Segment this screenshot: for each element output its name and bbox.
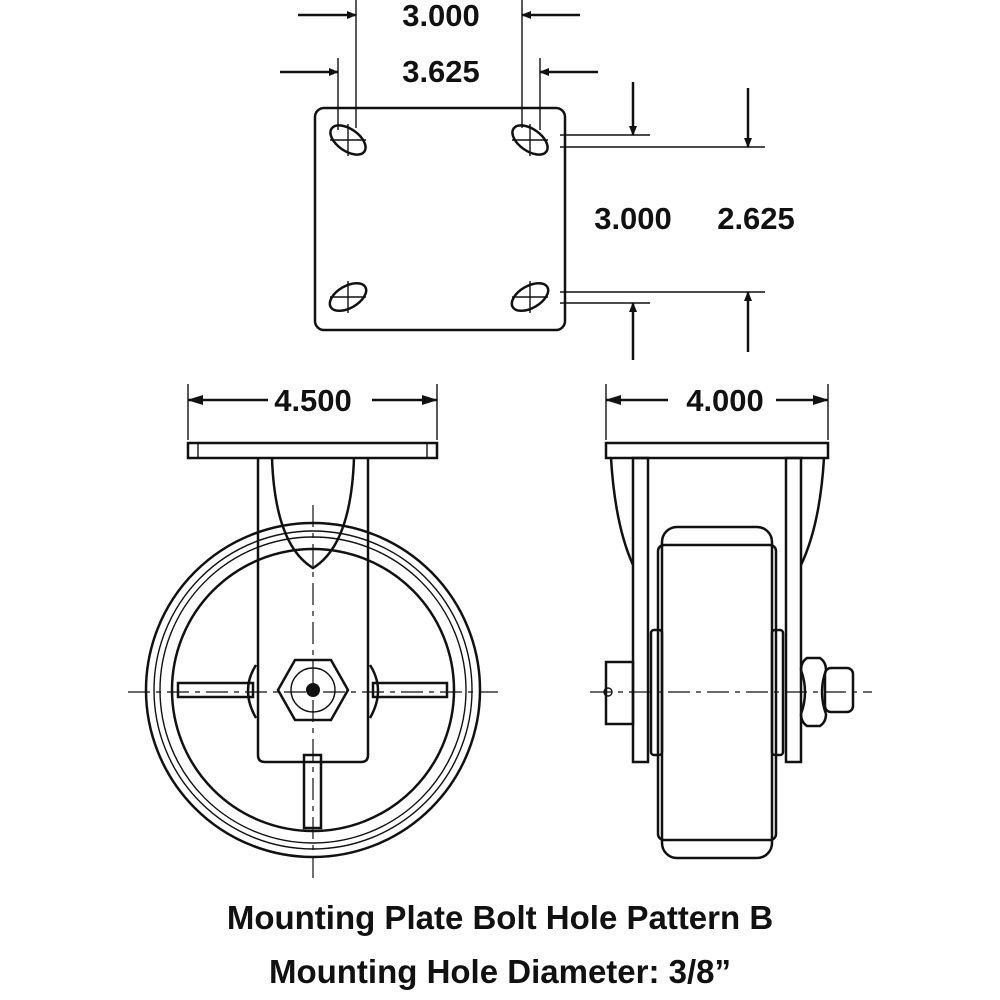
- top-plate: [604, 441, 830, 460]
- caption-line-2: Mounting Hole Diameter: 3/8”: [269, 953, 731, 990]
- dim-4000-overall: 4.000: [686, 383, 764, 418]
- dim-3000-length: 3.000: [594, 201, 672, 236]
- dim-3625-width: 3.625: [402, 54, 480, 89]
- dim-3000-width: 3.000: [402, 0, 480, 33]
- bolt-slot: [329, 124, 367, 156]
- mounting-plate-top-view: 3.000 3.625 3.000 2.625: [280, 0, 795, 360]
- bolt-slot: [511, 124, 549, 156]
- hex-nut: [276, 658, 350, 722]
- caster-front-view: 4.000: [590, 383, 872, 860]
- plate-outline: [313, 106, 567, 332]
- dim-2625-length: 2.625: [717, 201, 795, 236]
- bolt-head: [604, 660, 635, 726]
- spoke: [371, 681, 449, 699]
- bolt-slot: [328, 281, 368, 313]
- top-plate: [186, 441, 439, 460]
- caption-line-1: Mounting Plate Bolt Hole Pattern B: [227, 899, 773, 936]
- fork-leg-right: [784, 456, 803, 764]
- dim-4500-plate: 4.500: [274, 383, 352, 418]
- axle-end: [823, 666, 855, 714]
- fork-leg: [256, 458, 370, 764]
- bolt-slot: [510, 281, 550, 313]
- spoke: [176, 681, 255, 699]
- axle-nut: [799, 656, 828, 728]
- fork-leg-left: [631, 456, 650, 764]
- caster-side-view: 4.500: [128, 383, 498, 880]
